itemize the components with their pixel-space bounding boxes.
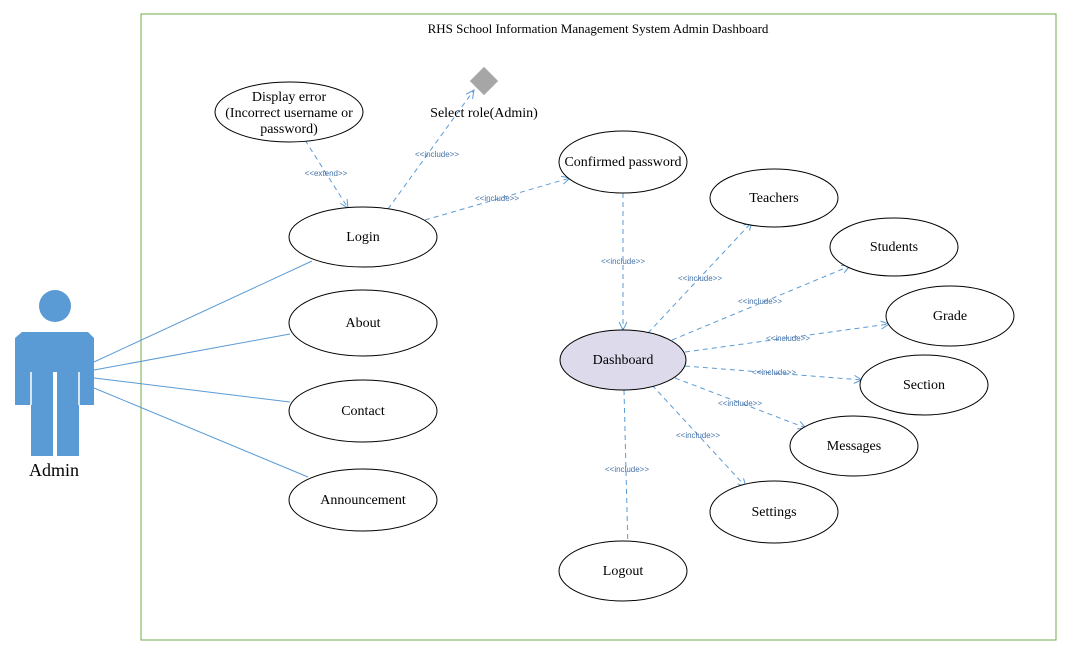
- assoc-announcement: [93, 387, 309, 478]
- teachers-label: Teachers: [749, 191, 799, 206]
- dashboard-label: Dashboard: [593, 353, 654, 368]
- settings-label: Settings: [751, 505, 796, 520]
- display-error-line-1: Display error: [252, 90, 327, 105]
- use-case-students: Students: [829, 217, 959, 277]
- label-include-confirmed: <<include>>: [475, 194, 519, 203]
- rel-include-dashboard-grade: [684, 324, 889, 353]
- assoc-contact: [93, 377, 291, 403]
- use-case-settings: Settings: [709, 480, 839, 544]
- relations: [304, 90, 889, 551]
- rel-include-dashboard-teachers: [647, 222, 752, 334]
- login-label: Login: [346, 230, 379, 245]
- assoc-about: [93, 333, 291, 371]
- rel-include-login-role: [387, 90, 474, 210]
- actor-admin: Admin: [15, 290, 94, 480]
- students-label: Students: [870, 240, 918, 255]
- label-include-messages: <<include>>: [718, 399, 762, 408]
- actor-body: [15, 332, 94, 456]
- associations: [93, 260, 313, 478]
- label-include-dashboard: <<include>>: [601, 257, 645, 266]
- label-include-logout: <<include>>: [605, 465, 649, 474]
- label-include-grade: <<include>>: [766, 334, 810, 343]
- use-case-messages: Messages: [789, 415, 919, 477]
- select-role-label: Select role(Admin): [430, 106, 538, 121]
- use-case-announcement: Announcement: [288, 468, 438, 532]
- rel-include-login-confirmed: [424, 178, 570, 221]
- assoc-login: [93, 260, 313, 363]
- use-case-grade: Grade: [885, 285, 1015, 347]
- logout-label: Logout: [603, 564, 644, 579]
- diagram-title: RHS School Information Management System…: [428, 21, 769, 36]
- use-case-teachers: Teachers: [709, 168, 839, 228]
- label-include-role: <<include>>: [415, 150, 459, 159]
- contact-label: Contact: [341, 404, 385, 419]
- label-include-section: <<include>>: [752, 368, 796, 377]
- use-case-dashboard: Dashboard: [559, 329, 687, 391]
- display-error-line-2: (Incorrect username or: [225, 106, 353, 121]
- actor-head: [39, 290, 71, 322]
- use-case-contact: Contact: [288, 379, 438, 443]
- use-case-section: Section: [859, 354, 989, 416]
- about-label: About: [346, 316, 381, 331]
- use-case-logout: Logout: [558, 540, 688, 602]
- use-case-display-error: Display error (Incorrect username or pas…: [214, 81, 364, 143]
- use-case-about: About: [288, 289, 438, 357]
- label-include-teachers: <<include>>: [678, 274, 722, 283]
- messages-label: Messages: [827, 439, 881, 454]
- display-error-line-3: password): [260, 122, 318, 137]
- actor-label: Admin: [29, 460, 79, 480]
- system-boundary: [140, 13, 1057, 641]
- section-label: Section: [903, 378, 945, 393]
- rel-include-dashboard-section: [684, 365, 862, 380]
- confirmed-password-label: Confirmed password: [564, 155, 681, 170]
- use-case-confirmed-password: Confirmed password: [558, 130, 688, 194]
- rel-extend-error-login: [304, 139, 348, 208]
- announcement-label: Announcement: [320, 493, 406, 508]
- label-extend: <<extend>>: [305, 169, 348, 178]
- label-include-students: <<include>>: [738, 297, 782, 306]
- select-role-diamond: [469, 66, 499, 96]
- label-include-settings: <<include>>: [676, 431, 720, 440]
- grade-label: Grade: [933, 309, 967, 324]
- relation-labels: <<extend>> <<include>> <<include>> <<inc…: [305, 150, 811, 474]
- use-case-login: Login: [288, 206, 438, 268]
